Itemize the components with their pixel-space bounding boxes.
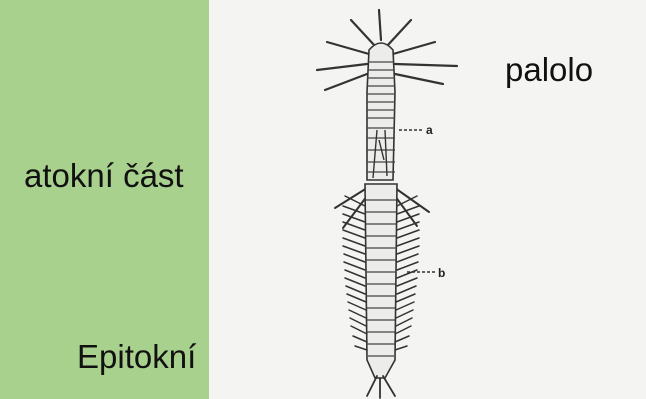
marker-a: a <box>426 123 433 137</box>
epitokous-segment <box>365 184 397 378</box>
atokous-part-label: atokní část <box>24 159 184 192</box>
marker-b: b <box>438 266 445 280</box>
epitokous-bristles-left <box>343 196 367 350</box>
epitokous-bristles-right <box>395 196 419 350</box>
tail-cirri <box>367 376 395 398</box>
atokous-segment <box>367 43 395 180</box>
epitokous-part-label: Epitokní <box>77 340 196 373</box>
palolo-title-label: palolo <box>505 53 593 86</box>
